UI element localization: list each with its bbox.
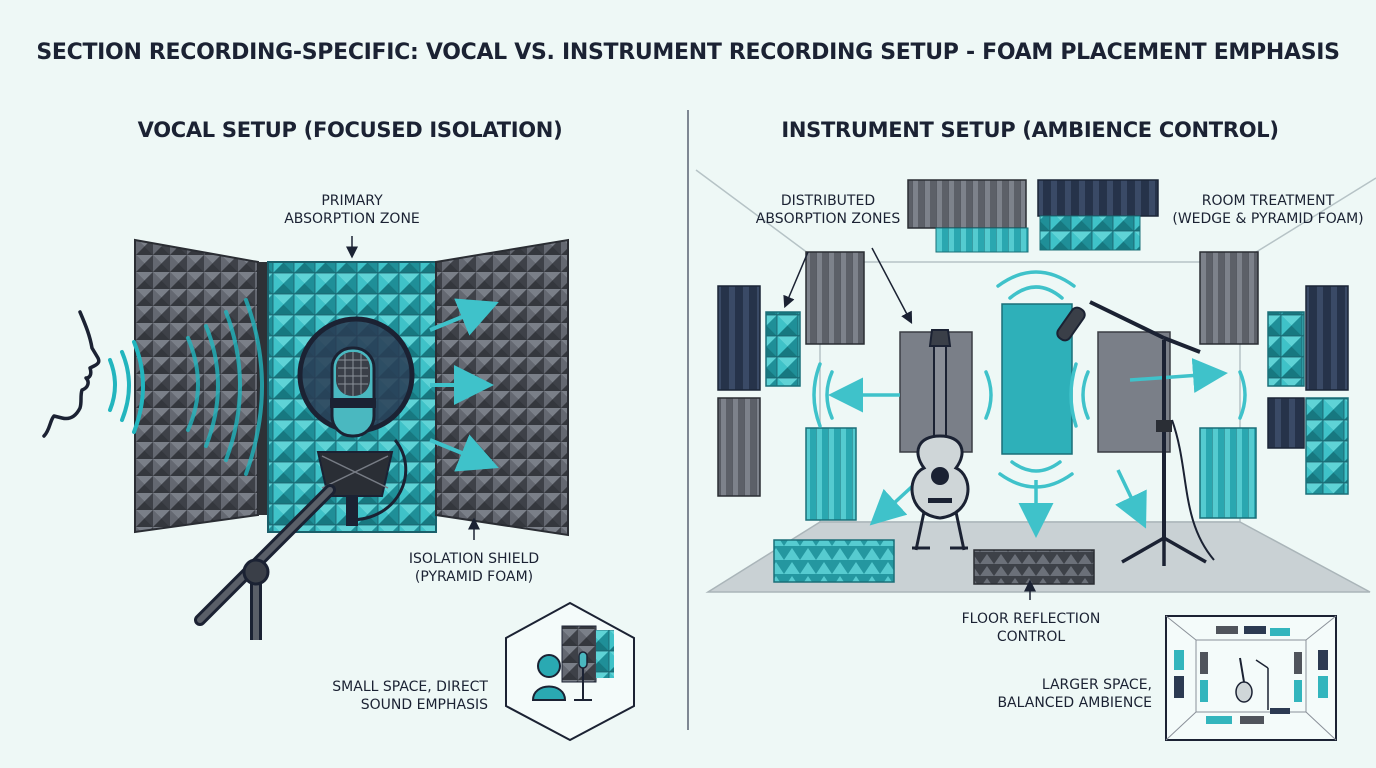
back-wall-panel-teal-left (805, 427, 857, 521)
ceiling-panel-teal-b (1039, 215, 1141, 251)
room-treatment-line-2: (WEDGE & PYRAMID FOAM) (1172, 211, 1364, 227)
right-wall-panel-navy (1305, 285, 1349, 391)
reflection-arrows (429, 298, 499, 472)
ceiling-panel-navy (1037, 179, 1159, 217)
distributed-zones-line-1: DISTRIBUTED (780, 193, 876, 209)
isolation-shield-line-1: ISOLATION SHIELD (408, 551, 540, 567)
boom-stand-icon (1056, 300, 1215, 566)
instrument-inset-caption-line-1: LARGER SPACE, (1041, 677, 1152, 693)
acoustic-guitar-icon (910, 329, 970, 551)
right-wall-panel-teal (1267, 311, 1305, 387)
vocal-inset-caption: SMALL SPACE, DIRECT SOUND EMPHASIS (290, 678, 488, 714)
room-treatment-label: ROOM TREATMENT (WEDGE & PYRAMID FOAM) (1168, 192, 1368, 228)
vocal-inset-caption-line-1: SMALL SPACE, DIRECT (332, 679, 488, 695)
mic-stand-icon (194, 484, 336, 640)
isolation-shield-label: ISOLATION SHIELD (PYRAMID FOAM) (394, 550, 554, 586)
sound-wave-icon (108, 298, 264, 476)
vocal-setup-heading: VOCAL SETUP (FOCUSED ISOLATION) (137, 118, 563, 142)
distributed-absorption-zones-label: DISTRIBUTED ABSORPTION ZONES (738, 192, 918, 228)
back-wall-panel-teal-right (1199, 427, 1257, 519)
floor-reflection-line-2: CONTROL (996, 629, 1066, 645)
person-icon (537, 654, 561, 678)
primary-absorption-zone-label: PRIMARY ABSORPTION ZONE (252, 192, 452, 228)
instrument-inset-diagram (1165, 615, 1337, 741)
floor-reflection-control-label: FLOOR REFLECTION CONTROL (946, 610, 1116, 646)
isolation-shield-line-2: (PYRAMID FOAM) (414, 569, 534, 585)
face-profile-icon (42, 310, 101, 438)
right-shield-panel (435, 238, 569, 537)
left-wall-panel-navy (717, 285, 761, 391)
ceiling-panel-grey (907, 179, 1027, 229)
instrument-inset-caption: LARGER SPACE, BALANCED AMBIENCE (962, 676, 1152, 712)
condenser-microphone-icon (316, 346, 408, 526)
primary-absorption-zone-line-2: ABSORPTION ZONE (284, 211, 420, 227)
right-wall-panel-navy-small (1267, 397, 1305, 449)
back-wall-panel-right (1097, 331, 1171, 453)
instrument-setup-heading: INSTRUMENT SETUP (AMBIENCE CONTROL) (781, 118, 1279, 142)
room-treatment-line-1: ROOM TREATMENT (1201, 193, 1335, 209)
distributed-zones-line-2: ABSORPTION ZONES (755, 211, 901, 227)
instrument-inset-caption-line-2: BALANCED AMBIENCE (997, 695, 1152, 711)
left-wall-panel-grey (717, 397, 761, 497)
vocal-inset-caption-line-2: SOUND EMPHASIS (360, 697, 488, 713)
left-wall-panel-teal (765, 311, 801, 387)
back-wall-panel-grey-left (805, 251, 865, 345)
right-wall-panel-teal-low (1305, 397, 1349, 495)
floor-reflection-line-1: FLOOR REFLECTION (961, 611, 1101, 627)
primary-absorption-zone-line-1: PRIMARY (321, 193, 383, 209)
ambience-arrows (828, 358, 1228, 538)
vocal-illustration (42, 236, 635, 742)
page-title: SECTION RECORDING-SPECIFIC: VOCAL VS. IN… (36, 40, 1340, 65)
floor-foam-teal (773, 539, 895, 583)
sound-wave-icon (812, 270, 1247, 489)
vocal-inset-diagram (505, 601, 635, 742)
floor-foam-dark (973, 549, 1095, 585)
instrument-illustration (695, 169, 1376, 741)
back-wall-panel-grey-right (1199, 251, 1259, 345)
ceiling-panel-teal-a (935, 227, 1029, 253)
